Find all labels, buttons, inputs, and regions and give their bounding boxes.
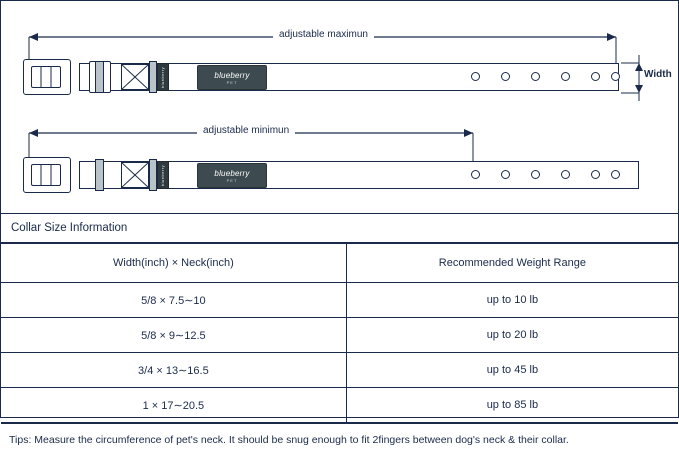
table-row: 5/8 × 7.5∼10 up to 10 lb xyxy=(1,282,678,318)
keeper-label-text: blueberry xyxy=(160,164,166,186)
brand-subtitle: PET xyxy=(226,79,238,85)
adjustable-minimum-label: adjustable minimun xyxy=(197,125,296,136)
collar-hole xyxy=(471,72,480,81)
table-row: 1 × 17∼20.5 up to 85 lb xyxy=(1,387,678,423)
collar-strap-shortened xyxy=(79,161,639,189)
collar-hole xyxy=(501,170,510,179)
metal-slider-shortened xyxy=(149,159,157,191)
collar-hole xyxy=(561,72,570,81)
strap-keeper-ring xyxy=(95,61,104,93)
keeper-label-text: blueberry xyxy=(160,66,166,88)
collar-strap-extended xyxy=(79,63,619,91)
keeper-label-shortened: blueberry xyxy=(157,161,169,189)
collar-hole xyxy=(611,170,620,179)
tri-glide-cross-icon xyxy=(121,162,149,188)
width-arrow xyxy=(621,55,643,101)
cell-weight: up to 10 lb xyxy=(346,282,678,318)
buckle-prong-icon xyxy=(40,164,52,186)
table-row: 5/8 × 9∼12.5 up to 20 lb xyxy=(1,317,678,353)
cell-size: 1 × 17∼20.5 xyxy=(1,387,347,423)
cell-size: 5/8 × 7.5∼10 xyxy=(1,282,347,318)
collar-diagram: adjustable maximun xyxy=(1,1,678,214)
strap-keeper-ring xyxy=(95,159,104,191)
tips-text: Tips: Measure the circumference of pet's… xyxy=(1,423,678,455)
buckle-inner xyxy=(31,164,61,186)
collar-hole xyxy=(591,170,600,179)
buckle-prong-icon xyxy=(40,66,52,88)
brand-name: blueberry xyxy=(214,168,250,178)
buckle-inner xyxy=(31,66,61,88)
cell-size: 3/4 × 13∼16.5 xyxy=(1,352,347,388)
collar-hole xyxy=(531,170,540,179)
brand-subtitle: PET xyxy=(226,177,238,183)
collar-hole xyxy=(501,72,510,81)
header-width-neck: Width(inch) × Neck(inch) xyxy=(1,243,347,283)
collar-hole xyxy=(611,72,620,81)
adjustable-maximum-label: adjustable maximun xyxy=(273,29,374,40)
table-title: Collar Size Information xyxy=(1,214,678,243)
collar-hole xyxy=(561,170,570,179)
collar-hole xyxy=(531,72,540,81)
collar-extended: blueberry blueberry PET xyxy=(1,59,679,99)
width-label: Width xyxy=(644,69,672,80)
brand-badge-shortened: blueberry PET xyxy=(197,163,267,188)
cell-weight: up to 85 lb xyxy=(346,387,678,423)
keeper-label-extended: blueberry xyxy=(157,63,169,91)
size-information-table: Width(inch) × Neck(inch) Recommended Wei… xyxy=(1,243,678,423)
header-weight-range: Recommended Weight Range xyxy=(346,243,678,283)
collar-hole xyxy=(471,170,480,179)
cell-weight: up to 20 lb xyxy=(346,317,678,353)
collar-shortened: blueberry blueberry PET xyxy=(1,157,679,197)
brand-name: blueberry xyxy=(214,70,250,80)
metal-slider-extended xyxy=(149,61,157,93)
collar-hole xyxy=(591,72,600,81)
brand-badge-extended: blueberry PET xyxy=(197,65,267,90)
tri-glide-cross-icon xyxy=(121,64,149,90)
table-row: 3/4 × 13∼16.5 up to 45 lb xyxy=(1,352,678,388)
cell-size: 5/8 × 9∼12.5 xyxy=(1,317,347,353)
cell-weight: up to 45 lb xyxy=(346,352,678,388)
table-header-row: Width(inch) × Neck(inch) Recommended Wei… xyxy=(1,243,678,283)
